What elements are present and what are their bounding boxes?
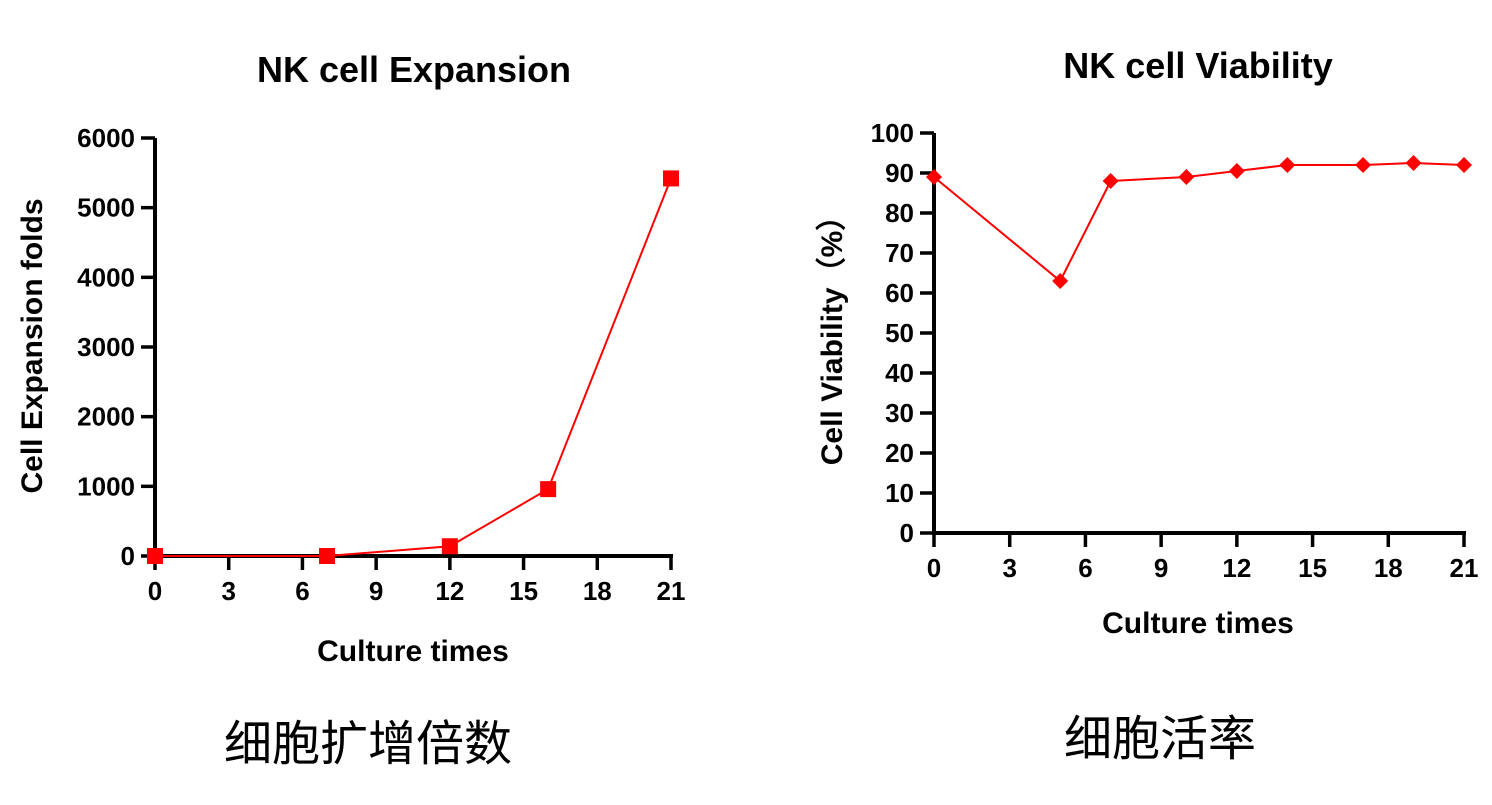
data-point-marker xyxy=(1456,157,1472,173)
expansion-chart: NK cell Expansion Cell Expansion folds C… xyxy=(16,49,685,772)
y-tick-label: 30 xyxy=(885,398,914,428)
x-tick-label: 18 xyxy=(583,576,612,606)
y-tick-label: 5000 xyxy=(77,193,135,223)
x-tick-label: 9 xyxy=(1154,553,1168,583)
x-tick-label: 9 xyxy=(369,576,383,606)
x-tick-label: 12 xyxy=(1222,553,1251,583)
data-point-marker xyxy=(319,548,335,564)
y-tick-label: 50 xyxy=(885,318,914,348)
x-axis-label: Culture times xyxy=(1102,607,1294,640)
y-tick-label: 0 xyxy=(900,518,914,548)
x-tick-label: 3 xyxy=(1002,553,1016,583)
y-tick-label: 80 xyxy=(885,198,914,228)
y-tick-label: 1000 xyxy=(77,471,135,501)
x-tick-label: 15 xyxy=(1298,553,1327,583)
y-tick-label: 60 xyxy=(885,278,914,308)
x-tick-label: 3 xyxy=(221,576,235,606)
plot-area: 0 10 20 30 40 50 60 70 80 90 100 0 3 6 9 12 15 18 21 xyxy=(871,118,1479,583)
y-tick-label: 70 xyxy=(885,238,914,268)
x-tick-label: 6 xyxy=(295,576,309,606)
data-point-marker xyxy=(1405,155,1422,171)
chart-title: NK cell Expansion xyxy=(257,49,571,90)
data-point-marker xyxy=(926,169,942,185)
y-tick-label: 3000 xyxy=(77,332,135,362)
x-tick-label: 18 xyxy=(1374,553,1403,583)
y-tick-label: 10 xyxy=(885,478,914,508)
y-axis-label: Cell Expansion folds xyxy=(16,198,49,493)
chart-title: NK cell Viability xyxy=(1063,45,1332,86)
data-point-marker xyxy=(1279,157,1296,173)
y-tick-label: 6000 xyxy=(77,123,135,153)
x-tick-label: 6 xyxy=(1078,553,1092,583)
series-line xyxy=(933,161,1465,283)
x-tick-label: 0 xyxy=(927,553,941,583)
y-tick-label: 20 xyxy=(885,438,914,468)
x-tick-label: 0 xyxy=(148,576,162,606)
y-tick-label: 90 xyxy=(885,158,914,188)
plot-area: 0 1000 2000 3000 4000 5000 6000 0 3 6 9 12 15 18 21 xyxy=(77,123,685,606)
data-point-marker xyxy=(147,548,163,564)
y-tick-label: 4000 xyxy=(77,262,135,292)
data-point-marker xyxy=(540,481,557,498)
y-tick-label: 0 xyxy=(121,541,135,571)
x-tick-label: 15 xyxy=(509,576,538,606)
data-point-marker xyxy=(1355,157,1372,173)
x-tick-label: 12 xyxy=(435,576,464,606)
data-point-marker xyxy=(1052,273,1069,289)
x-axis-label: Culture times xyxy=(317,635,509,668)
x-tick-label: 21 xyxy=(1450,553,1479,583)
chart-caption: 细胞活率 xyxy=(1064,711,1256,767)
y-tick-label: 100 xyxy=(871,118,914,148)
y-tick-label: 40 xyxy=(885,358,914,388)
chart-caption: 细胞扩增倍数 xyxy=(224,716,512,772)
y-tick-label: 2000 xyxy=(77,402,135,432)
data-point-marker xyxy=(1102,173,1119,189)
data-point-marker xyxy=(1178,169,1195,185)
y-axis-label: Cell Viability（%） xyxy=(815,201,849,466)
data-point-marker xyxy=(663,170,679,187)
series-line xyxy=(155,178,672,557)
x-tick-label: 21 xyxy=(657,576,686,606)
data-point-marker xyxy=(1228,163,1245,179)
data-point-marker xyxy=(441,538,458,555)
viability-chart: NK cell Viability Cell Viability（%） Cult… xyxy=(815,45,1478,767)
